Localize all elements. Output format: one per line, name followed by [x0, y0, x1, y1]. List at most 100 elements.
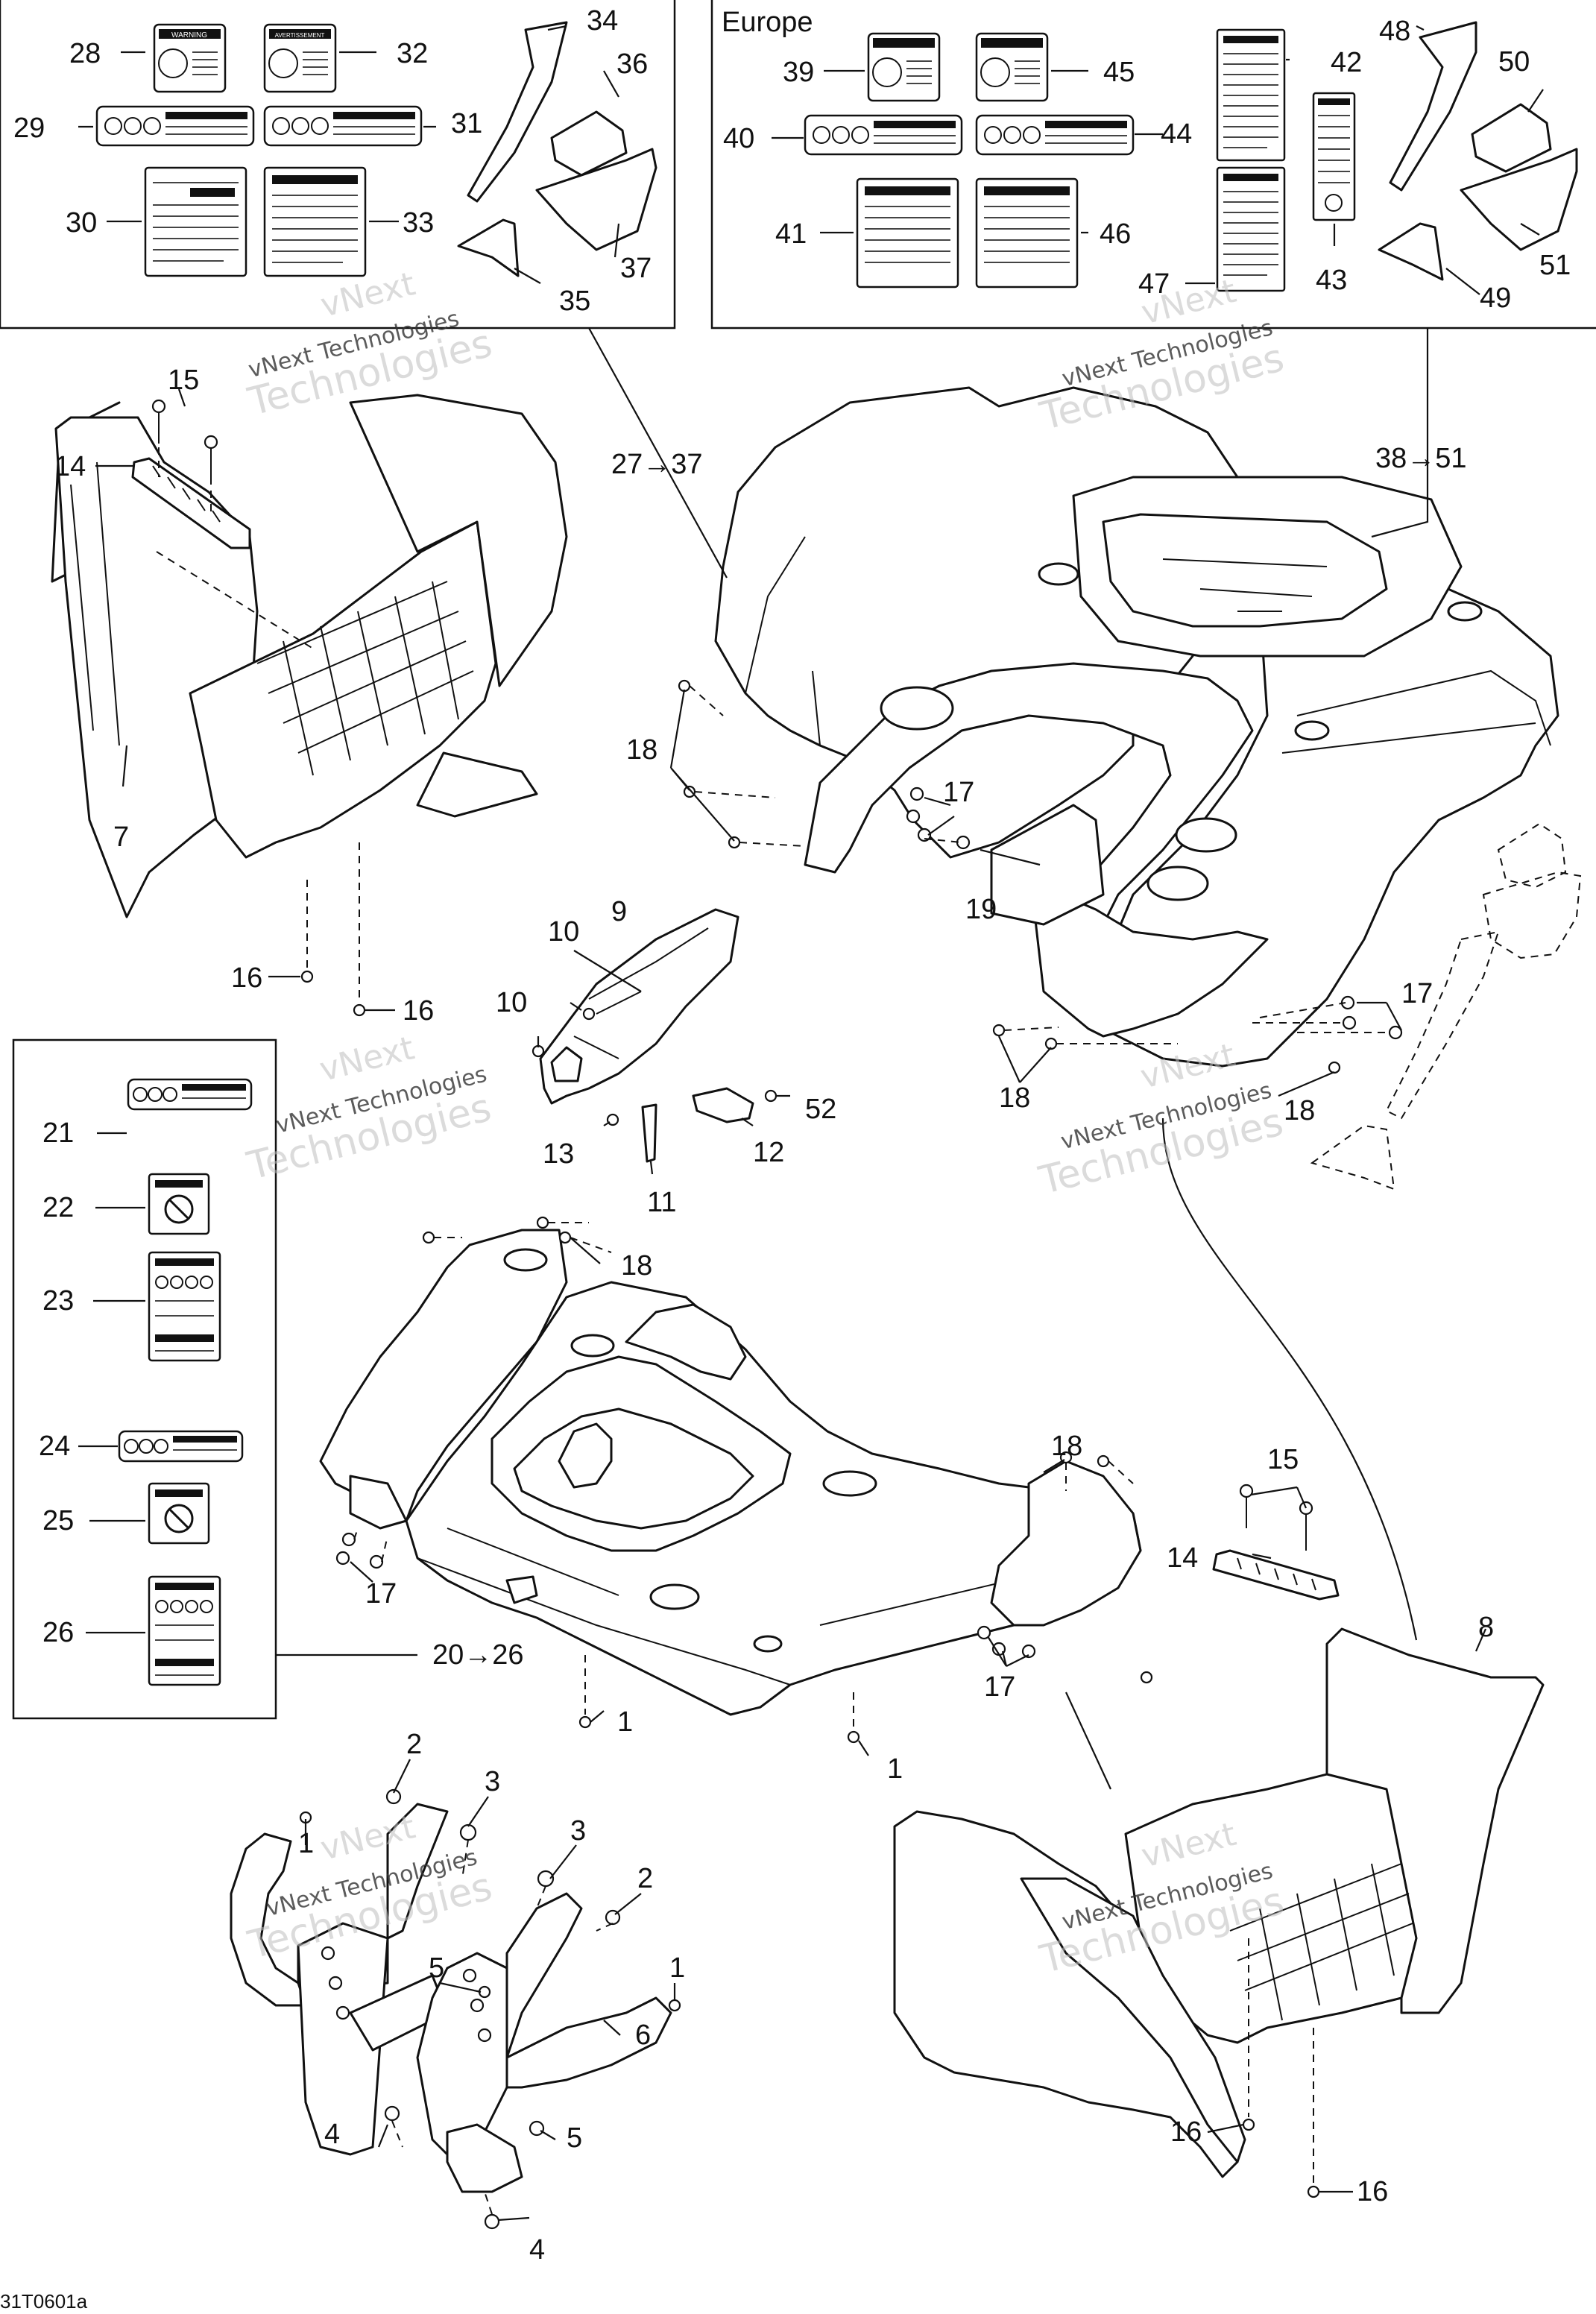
callout-16c: 16	[1170, 2116, 1202, 2148]
callout-10b: 10	[496, 987, 527, 1018]
callout-22: 22	[42, 1192, 74, 1223]
callout-14a: 14	[54, 451, 86, 482]
callout-3a: 3	[485, 1766, 500, 1797]
bracket-11	[641, 1103, 657, 1163]
mud-flap-34	[467, 21, 568, 203]
callout-40: 40	[723, 123, 754, 154]
callout-16a: 16	[231, 962, 262, 994]
callout-16d: 16	[1357, 2176, 1388, 2207]
decal-39	[867, 32, 941, 102]
bolts-15-upper	[151, 399, 218, 477]
flap-35	[457, 218, 520, 277]
callout-35: 35	[559, 286, 590, 317]
callout-1d: 1	[669, 1952, 685, 1984]
decal-41	[856, 177, 959, 289]
callout-4b: 4	[529, 2234, 545, 2266]
decal-kit-box-38-51: Europe	[710, 0, 1596, 330]
decal-29	[95, 105, 255, 147]
decal-45	[975, 32, 1049, 102]
decal-28: WARNING	[153, 23, 227, 93]
callout-29: 29	[13, 113, 45, 144]
callout-41: 41	[775, 218, 807, 250]
callout-48: 48	[1379, 16, 1410, 47]
guard-36	[550, 110, 628, 177]
decal-26	[148, 1575, 221, 1686]
callout-6: 6	[635, 2020, 651, 2051]
cover-19	[990, 804, 1105, 926]
right-footrest-8	[893, 1627, 1545, 2178]
callout-51: 51	[1539, 250, 1571, 281]
guard-50	[1471, 103, 1552, 173]
decal-31	[263, 105, 423, 147]
callout-2a: 2	[406, 1729, 422, 1760]
rear-mudflap-ghost	[1310, 822, 1582, 1191]
nut-16-c	[1242, 2118, 1255, 2131]
front-fender-fasteners	[335, 1216, 1153, 1744]
callout-25: 25	[42, 1505, 74, 1536]
rear-fender	[714, 386, 1559, 1068]
front-fender	[319, 1229, 1142, 1716]
rear-fender-fasteners	[678, 679, 1403, 1074]
callout-32: 32	[397, 38, 428, 69]
flap-49	[1378, 222, 1444, 281]
callout-24: 24	[39, 1431, 70, 1462]
callout-44: 44	[1161, 119, 1192, 150]
callout-18d: 18	[621, 1250, 652, 1281]
callout-37: 37	[620, 253, 652, 284]
nut-16-a	[300, 970, 314, 983]
callout-9: 9	[611, 896, 627, 927]
bumper-fasteners	[299, 1788, 681, 2230]
mud-flap-48	[1389, 21, 1477, 192]
decal-21	[127, 1078, 253, 1111]
callout-34: 34	[587, 5, 618, 37]
decal-30	[144, 166, 247, 277]
callout-47: 47	[1138, 268, 1170, 300]
callout-2b: 2	[637, 1863, 653, 1894]
decal-43	[1312, 92, 1356, 221]
footpeg-14-lower	[1212, 1549, 1340, 1601]
callout-18e: 18	[1051, 1431, 1082, 1462]
callout-15b: 15	[1267, 1444, 1299, 1475]
bracket-12	[692, 1087, 754, 1123]
callout-21: 21	[42, 1117, 74, 1149]
callout-33: 33	[403, 207, 434, 239]
callout-5b: 5	[567, 2122, 582, 2154]
decal-28-header: WARNING	[171, 31, 207, 40]
callout-1b: 1	[887, 1753, 903, 1785]
decal-32: AVERTISSEMENT	[263, 23, 337, 93]
callout-50: 50	[1498, 46, 1530, 78]
callout-17a: 17	[943, 777, 974, 808]
callout-7: 7	[113, 822, 129, 853]
callout-8: 8	[1478, 1612, 1494, 1643]
callout-23: 23	[42, 1285, 74, 1317]
callout-28: 28	[69, 38, 101, 69]
group-label-27-37: 27→37	[611, 449, 703, 480]
callout-31: 31	[451, 108, 482, 139]
decal-47	[1216, 166, 1286, 292]
group-label-20-26: 20→26	[432, 1639, 524, 1671]
decal-42	[1216, 28, 1286, 162]
callout-numbers: 28 29 30 32 31 33 34 36 37 35 39 40 41 4…	[13, 5, 1571, 2266]
callout-43: 43	[1316, 265, 1347, 296]
callout-39: 39	[783, 57, 814, 88]
guard-51	[1460, 148, 1578, 251]
callout-18c: 18	[1284, 1095, 1315, 1126]
decal-25	[148, 1482, 210, 1545]
nut-16-d	[1307, 2185, 1320, 2198]
callout-10a: 10	[548, 916, 579, 948]
bracket-assembly-9	[532, 908, 778, 1163]
callout-1c: 1	[298, 1828, 314, 1859]
decal-kit-box-20-26	[12, 1038, 277, 1720]
callout-17c: 17	[365, 1578, 397, 1610]
callout-5a: 5	[429, 1952, 444, 1984]
footpeg-14-upper	[131, 457, 251, 549]
decal-23	[148, 1251, 221, 1362]
decal-40	[804, 114, 963, 156]
callout-14b: 14	[1167, 1542, 1198, 1574]
callout-13: 13	[543, 1138, 574, 1170]
callout-26: 26	[42, 1617, 74, 1648]
callout-11: 11	[647, 1187, 676, 1218]
callout-3b: 3	[570, 1815, 586, 1847]
callout-1a: 1	[617, 1706, 633, 1738]
